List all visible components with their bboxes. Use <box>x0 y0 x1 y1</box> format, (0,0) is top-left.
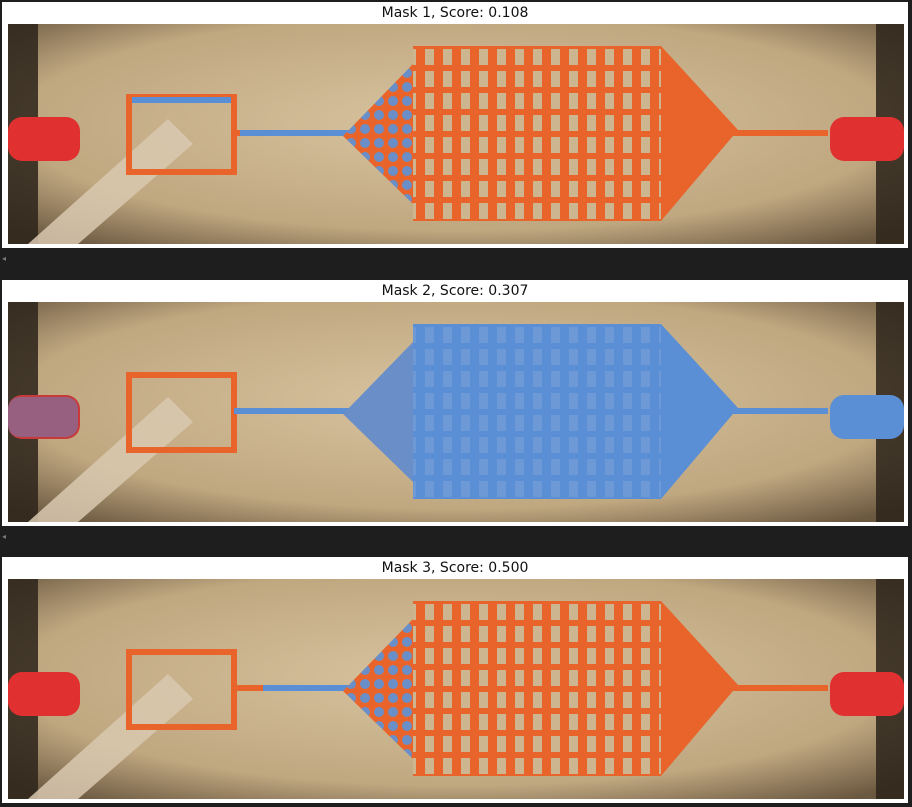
mask-panel-1: Mask 1, Score: 0.108 <box>2 2 908 248</box>
mask-image-1 <box>8 24 904 244</box>
mask-panel-3: Mask 3, Score: 0.500 <box>2 557 908 803</box>
scroll-left-arrow[interactable]: ◂ <box>2 254 7 263</box>
outlet-tube-blue <box>830 395 904 439</box>
outlet-tube-red <box>830 672 904 716</box>
inlet-tube-red <box>8 117 80 161</box>
outlet-tube-red <box>830 117 904 161</box>
mask-panel-2: Mask 2, Score: 0.307 <box>2 280 908 526</box>
mask-image-3 <box>8 579 904 799</box>
panel-title: Mask 2, Score: 0.307 <box>381 283 529 299</box>
microfluidic-chip-image <box>8 24 904 244</box>
panel-title: Mask 3, Score: 0.500 <box>381 560 529 576</box>
inlet-tube-red <box>8 672 80 716</box>
panel-title: Mask 1, Score: 0.108 <box>381 5 529 21</box>
microfluidic-chip-image <box>8 302 904 522</box>
microfluidic-chip-image <box>8 579 904 799</box>
mask-image-2 <box>8 302 904 522</box>
separator-bar-1 <box>0 250 912 278</box>
separator-bar-2 <box>0 528 912 556</box>
inlet-tube-red <box>8 395 80 439</box>
scroll-left-arrow[interactable]: ◂ <box>2 532 7 541</box>
